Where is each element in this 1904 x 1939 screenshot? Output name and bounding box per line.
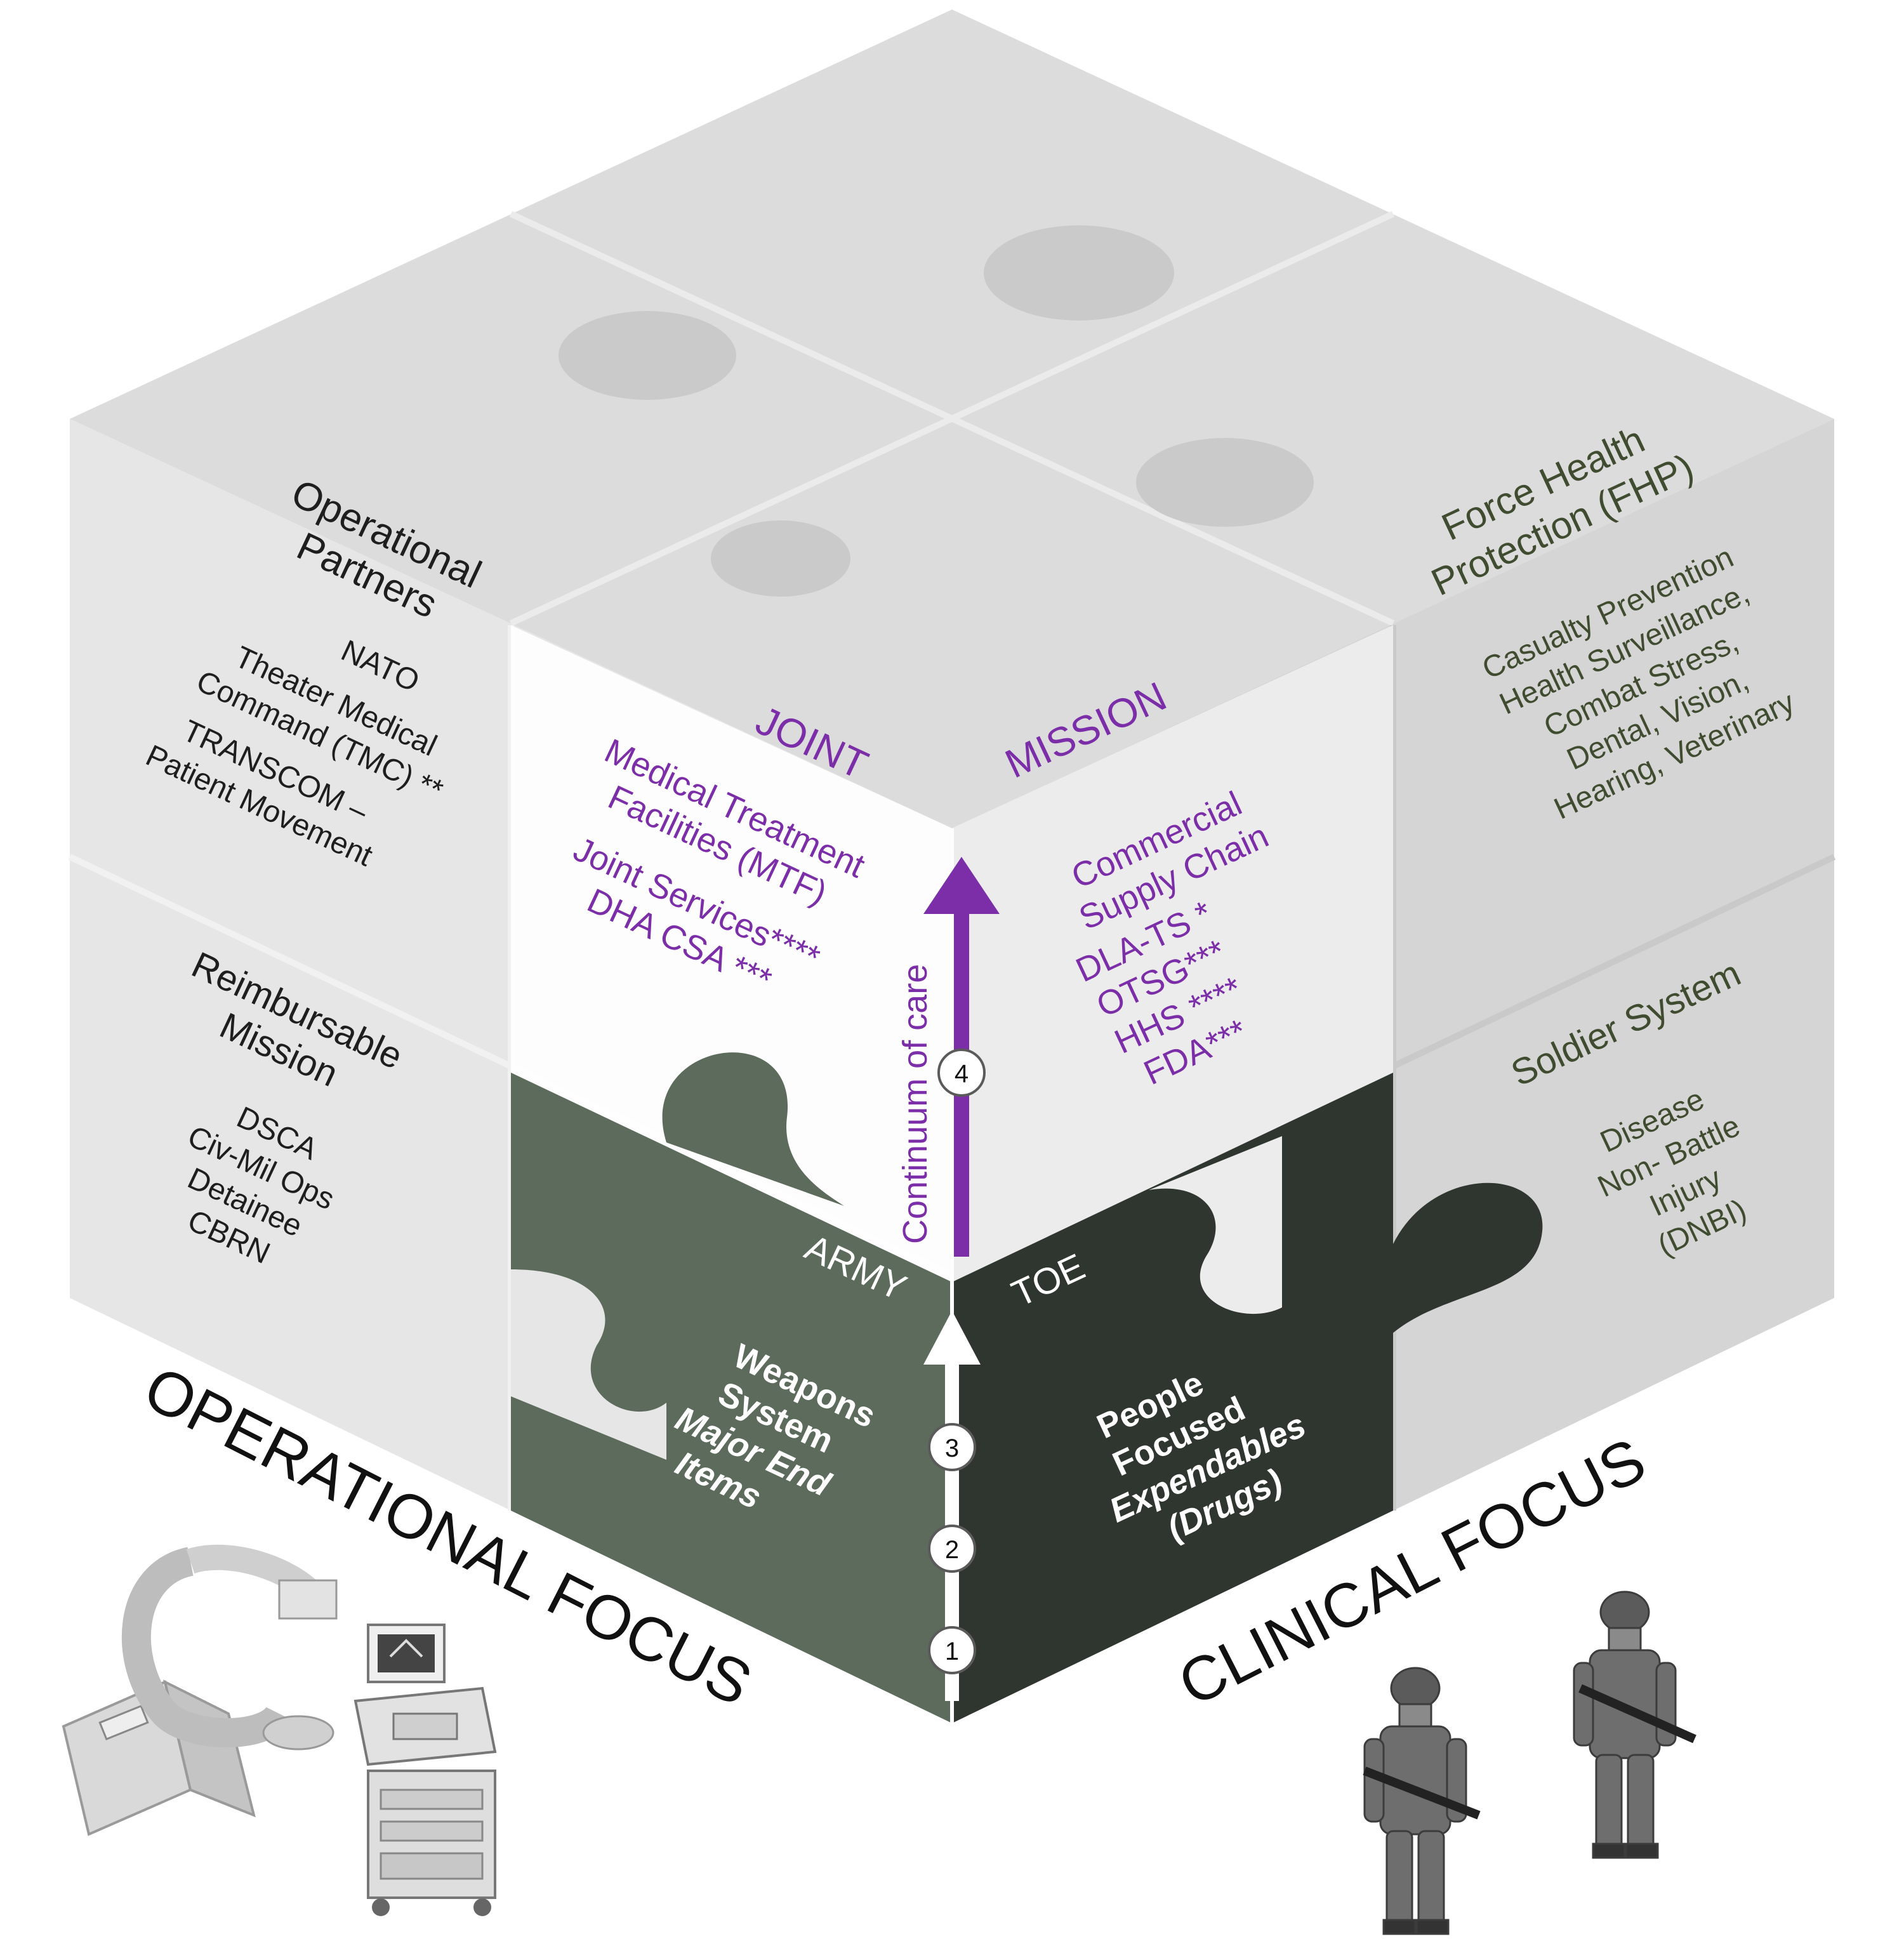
toe-puzzle-knob <box>1393 1182 1543 1333</box>
soldiers-icon <box>1363 1591 1696 1935</box>
step-2-marker: 2 <box>928 1525 976 1573</box>
step-4-label: 4 <box>955 1060 969 1088</box>
army-puzzle-piece <box>511 1073 952 1723</box>
step-3-label: 3 <box>945 1434 959 1462</box>
white-arrow-head <box>923 1311 981 1365</box>
step-2-label: 2 <box>945 1536 959 1564</box>
step-3-marker: 3 <box>928 1423 976 1471</box>
soldier-2-icon <box>1573 1591 1696 1859</box>
medical-equipment-icon <box>62 1544 497 1916</box>
mission-shade <box>952 625 1393 1282</box>
top-face-puzzle-lines <box>509 211 1395 626</box>
toe-puzzle-piece <box>952 1073 1393 1723</box>
continuum-label: Continuum of care <box>896 964 934 1244</box>
toe-puzzle-notch <box>1149 1136 1282 1314</box>
continuum-arrow-head <box>923 857 1000 914</box>
step-1-marker: 1 <box>928 1626 976 1674</box>
step-1-label: 1 <box>945 1638 959 1665</box>
army-puzzle-notch <box>511 1269 666 1460</box>
top-face-puzzle-knobs <box>559 225 1314 597</box>
step-4-marker: 4 <box>937 1049 986 1097</box>
army-puzzle-knob <box>662 1052 844 1206</box>
soldier-1-icon <box>1363 1667 1481 1935</box>
reimbursable-items: DSCA Civ-Mil Ops Detainee CBRN <box>183 1101 340 1271</box>
